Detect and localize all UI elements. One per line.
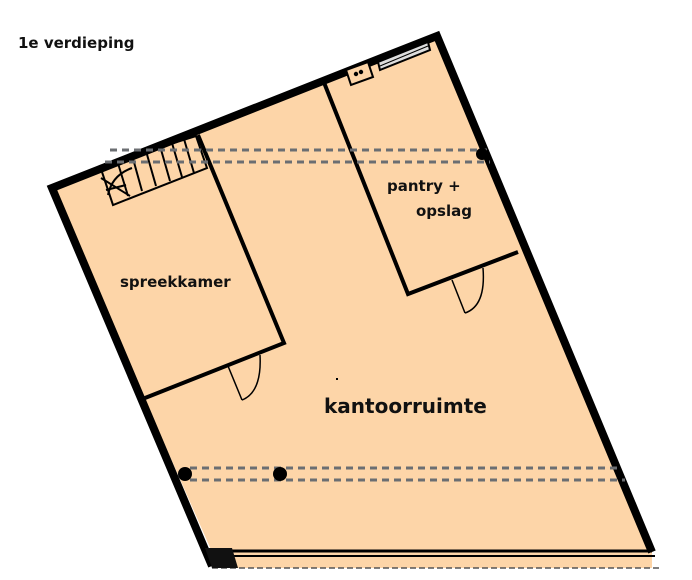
dot-marker <box>336 378 338 380</box>
room-label-pantry: pantry + <box>387 177 461 195</box>
sink-dot <box>358 69 364 75</box>
floor-area <box>52 36 652 552</box>
room-label-kantoorruimte: kantoorruimte <box>324 394 487 418</box>
window-line <box>379 45 429 67</box>
door-spreekkamer <box>227 354 261 401</box>
column <box>273 467 287 481</box>
outer-wall <box>46 30 656 568</box>
column <box>476 148 488 160</box>
room-label-spreekkamer: spreekkamer <box>120 273 231 291</box>
sink-dot <box>353 71 359 77</box>
balcony-strip <box>212 552 652 568</box>
room-label-opslag: opslag <box>416 202 472 220</box>
door-pantry <box>451 267 485 314</box>
left-window <box>59 204 86 266</box>
floor-title: 1e verdieping <box>18 34 135 52</box>
column <box>178 467 192 481</box>
column-corner <box>205 548 238 568</box>
beams <box>105 148 625 482</box>
